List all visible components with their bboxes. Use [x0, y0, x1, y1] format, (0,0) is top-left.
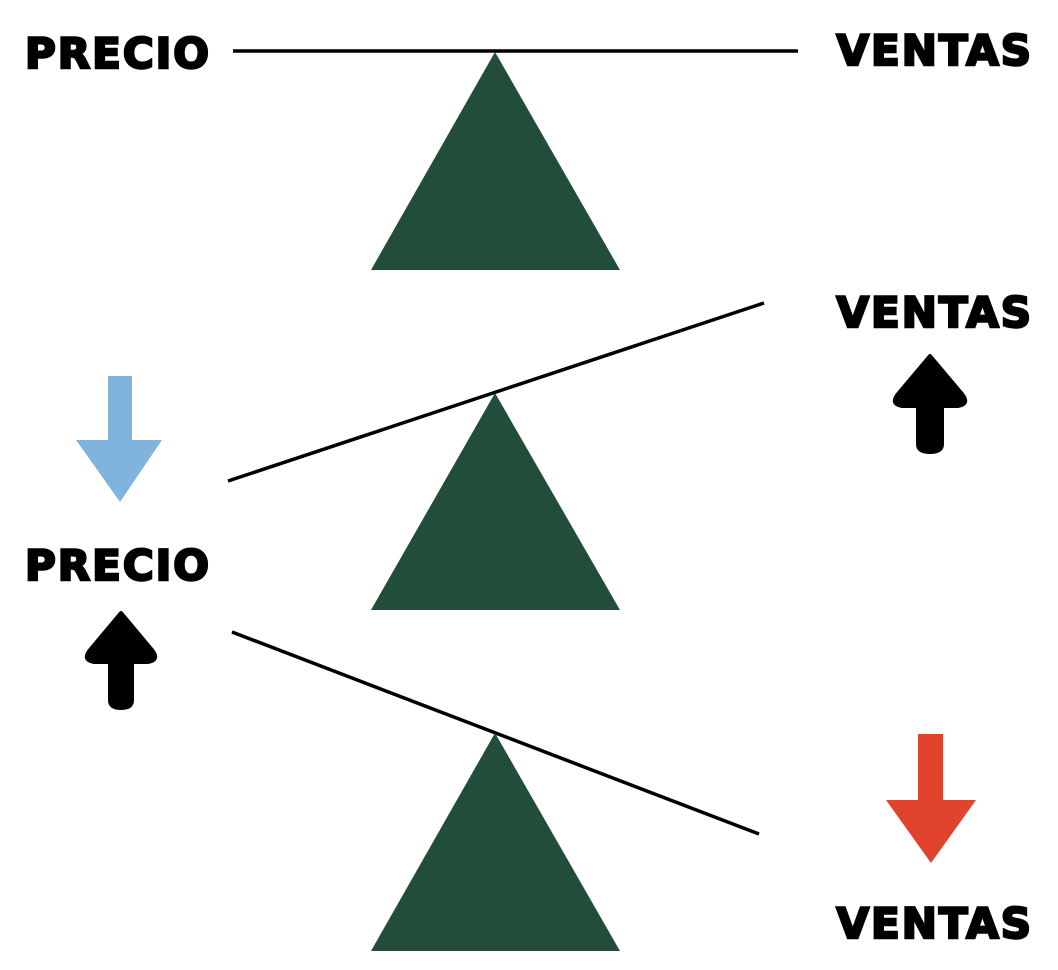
balance-beam-tilted-right: [231, 630, 760, 836]
balance-beam-tilted-left: [227, 301, 765, 483]
arrow-down-icon: [886, 734, 976, 863]
arrow-down-icon: [76, 376, 162, 502]
fulcrum-triangle: [371, 733, 620, 951]
label-ventas-middle: VENTAS: [837, 288, 1034, 337]
label-ventas-top: VENTAS: [837, 26, 1034, 75]
arrow-up-icon: [84, 611, 158, 710]
arrow-up-icon: [892, 354, 968, 454]
label-precio-middle: PRECIO: [25, 541, 211, 590]
label-ventas-bottom: VENTAS: [837, 899, 1034, 948]
fulcrum-triangle: [371, 52, 620, 270]
fulcrum-triangle: [371, 393, 620, 610]
label-precio-top: PRECIO: [25, 29, 211, 78]
